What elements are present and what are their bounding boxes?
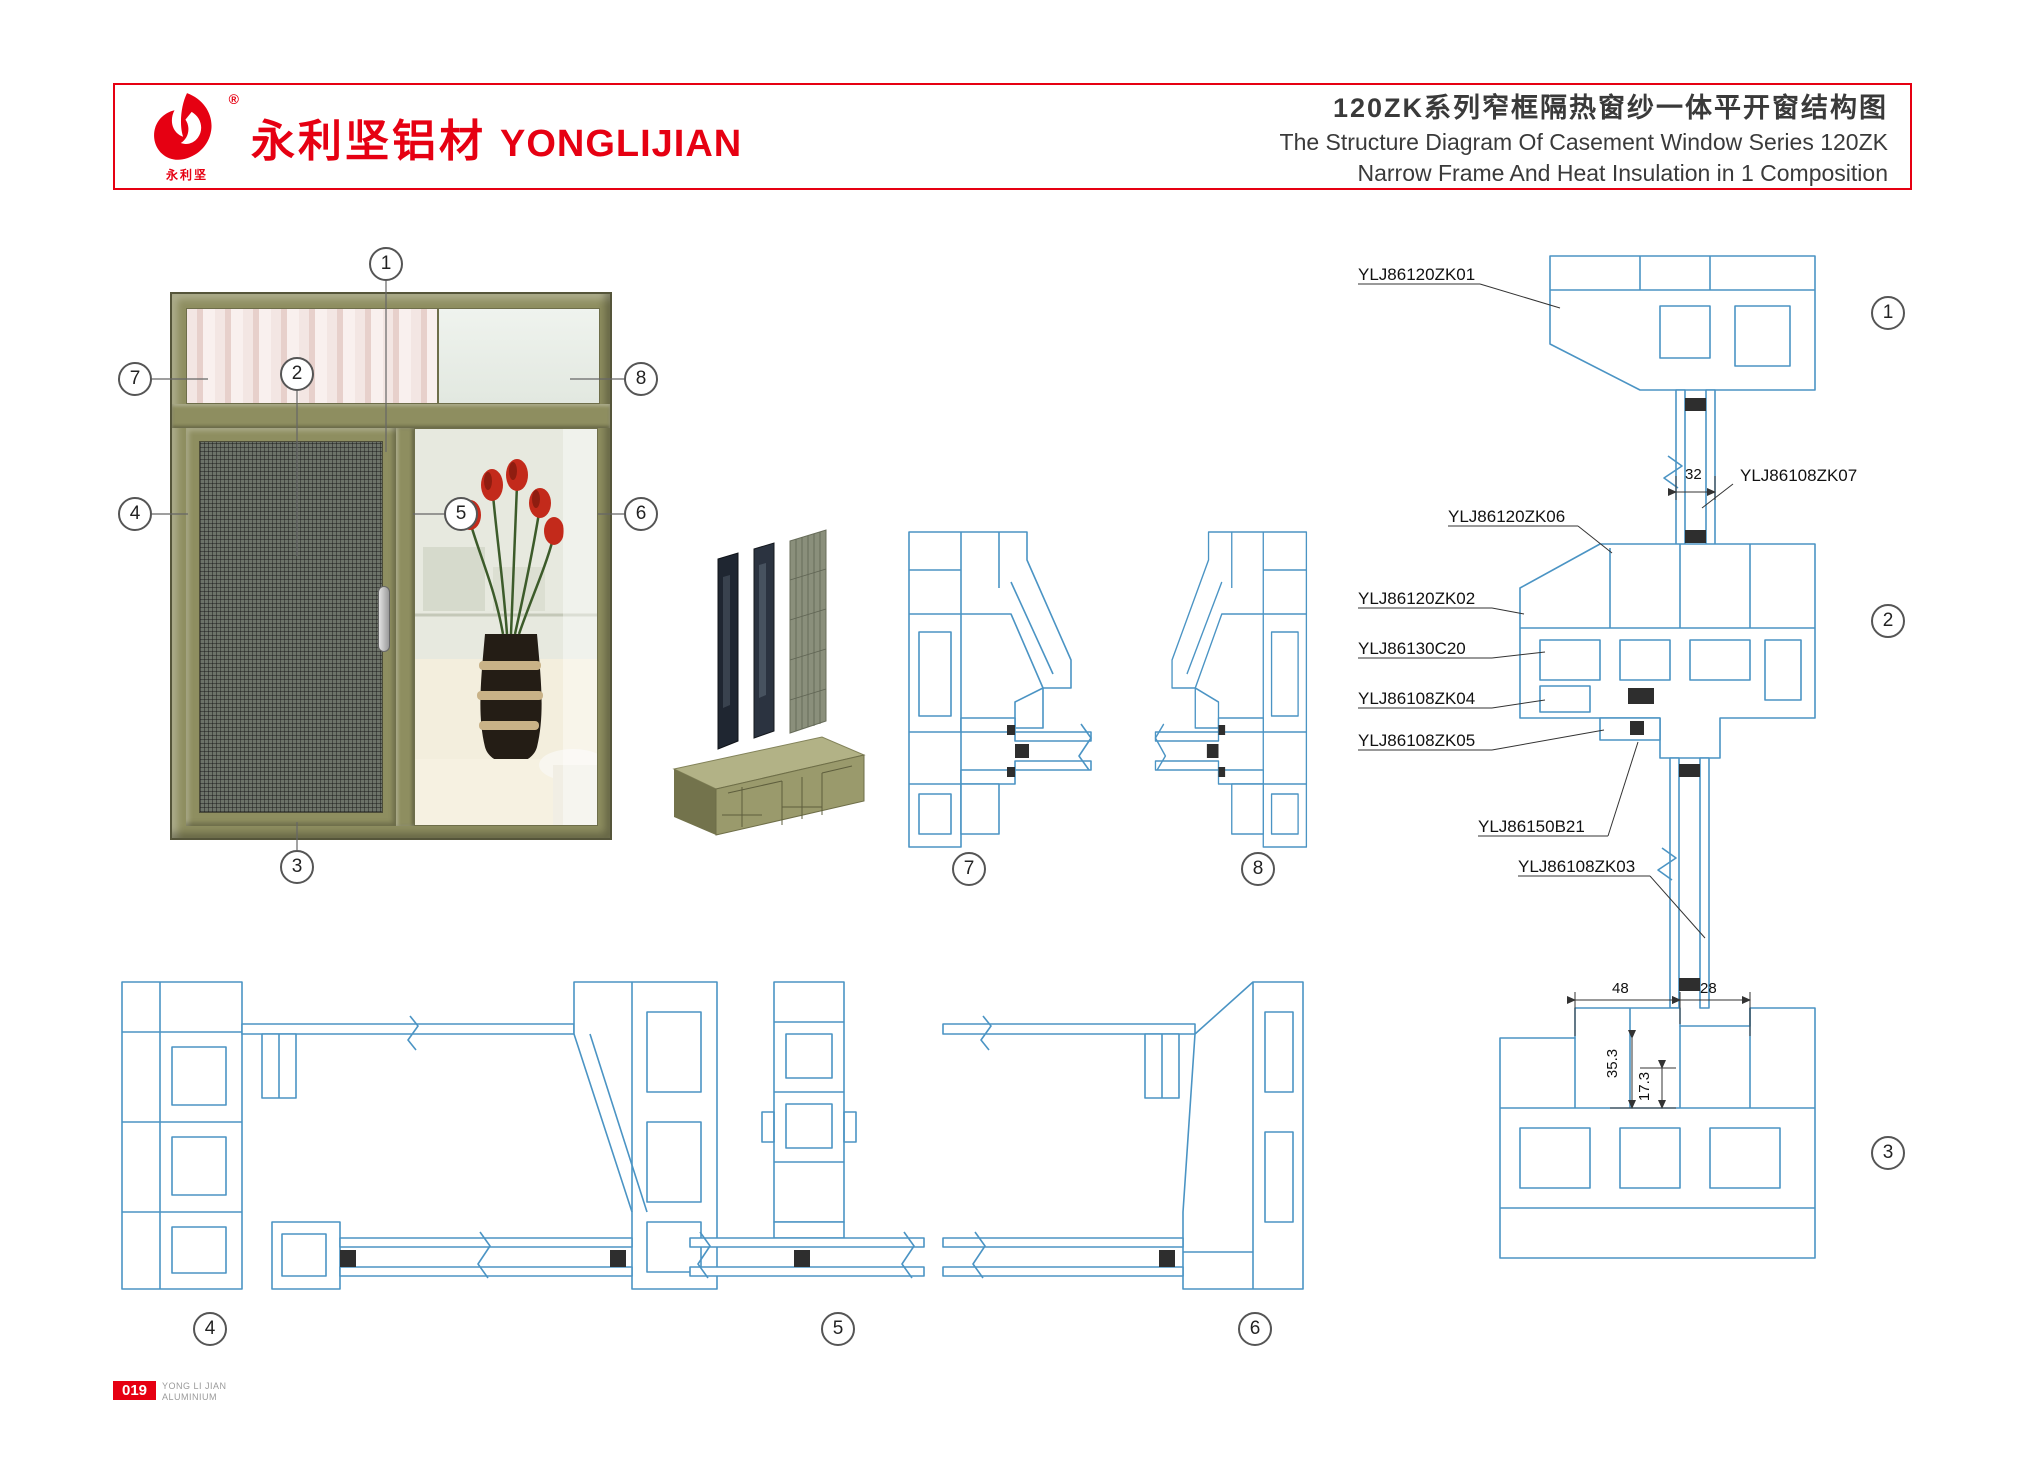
part-label-ylj86120zk06: YLJ86120ZK06 xyxy=(1448,507,1566,526)
part-label-ylj86108zk07: YLJ86108ZK07 xyxy=(1740,466,1858,485)
page-title-en-1: The Structure Diagram Of Casement Window… xyxy=(1279,129,1888,155)
page-title-cn: 120ZK系列窄框隔热窗纱一体平开窗结构图 xyxy=(1332,93,1888,123)
dimension-35-3: 35.3 xyxy=(1604,1048,1622,1079)
brand-logo: 永利坚 ® xyxy=(137,89,239,185)
glass-pane-scene xyxy=(414,428,598,826)
part-label-ylj86108zk04: YLJ86108ZK04 xyxy=(1358,689,1476,708)
part-label-ylj86150b21: YLJ86150B21 xyxy=(1478,817,1585,836)
part-label-ylj86130c20: YLJ86130C20 xyxy=(1358,639,1466,658)
section-label-7: 7 xyxy=(952,852,986,886)
part-label-ylj86108zk05: YLJ86108ZK05 xyxy=(1358,731,1476,750)
part-label-ylj86120zk02: YLJ86120ZK02 xyxy=(1358,589,1476,608)
section-label-6: 6 xyxy=(1238,1312,1272,1346)
section-drawing-8 xyxy=(1154,531,1308,848)
transom-glass xyxy=(438,308,600,404)
footer-brand-line1: YONG LI JIAN xyxy=(162,1381,227,1391)
dimension-32: 32 xyxy=(1685,466,1702,483)
callout-window-6: 6 xyxy=(624,497,658,531)
mesh-screen xyxy=(199,441,383,813)
section-label-8: 8 xyxy=(1241,852,1275,886)
footer-brand-line2: ALUMINIUM xyxy=(162,1391,218,1402)
window-illustration xyxy=(170,292,612,840)
dimension-28: 28 xyxy=(1700,980,1717,997)
mullion xyxy=(396,428,414,826)
registered-mark: ® xyxy=(228,90,239,107)
section-label-4: 4 xyxy=(193,1312,227,1346)
phoenix-logo-icon xyxy=(154,93,212,160)
profile-3d-render xyxy=(672,529,866,836)
page-number-badge: 019 xyxy=(113,1381,157,1400)
window-handle xyxy=(378,586,390,652)
vertical-section-drawing xyxy=(1499,255,1816,1259)
detail-label-1: 1 xyxy=(1871,296,1905,330)
callout-window-1: 1 xyxy=(369,247,403,281)
part-label-ylj86108zk03: YLJ86108ZK03 xyxy=(1518,857,1636,876)
transom-curtain xyxy=(186,308,438,404)
callout-window-2: 2 xyxy=(280,357,314,391)
brand-name-en: YONGLIJIAN xyxy=(500,122,743,165)
callout-window-8: 8 xyxy=(624,362,658,396)
brand-name: 永利坚铝材 YONGLIJIAN xyxy=(251,105,742,169)
footer: 019 YONG LI JIAN ALUMINIUM xyxy=(113,1381,227,1403)
section-drawing-6 xyxy=(942,981,1304,1290)
section-drawing-5 xyxy=(689,981,925,1279)
logo-caption: 永利坚 xyxy=(165,168,208,182)
brand-name-cn: 永利坚铝材 xyxy=(251,116,486,166)
dimension-48: 48 xyxy=(1612,980,1629,997)
section-drawing-7 xyxy=(908,531,1092,848)
part-label-ylj86120zk01: YLJ86120ZK01 xyxy=(1358,265,1476,284)
callout-window-7: 7 xyxy=(118,362,152,396)
section-label-5: 5 xyxy=(821,1312,855,1346)
callout-window-4: 4 xyxy=(118,497,152,531)
transom-bar xyxy=(172,404,610,428)
header: 永利坚 ® 永利坚铝材 YONGLIJIAN 120ZK系列窄框隔热窗纱一体平开… xyxy=(113,83,1912,190)
callout-window-3: 3 xyxy=(280,850,314,884)
section-drawing-4 xyxy=(121,981,718,1290)
callout-window-5: 5 xyxy=(444,497,478,531)
dimension-17-3: 17.3 xyxy=(1636,1071,1654,1102)
detail-label-2: 2 xyxy=(1871,604,1905,638)
balcony-scene xyxy=(415,429,597,825)
page-title-en-2: Narrow Frame And Heat Insulation in 1 Co… xyxy=(1357,160,1888,186)
detail-label-3: 3 xyxy=(1871,1136,1905,1170)
screen-sash xyxy=(186,428,396,826)
page-title-block: 120ZK系列窄框隔热窗纱一体平开窗结构图 The Structure Diag… xyxy=(1280,86,1888,187)
